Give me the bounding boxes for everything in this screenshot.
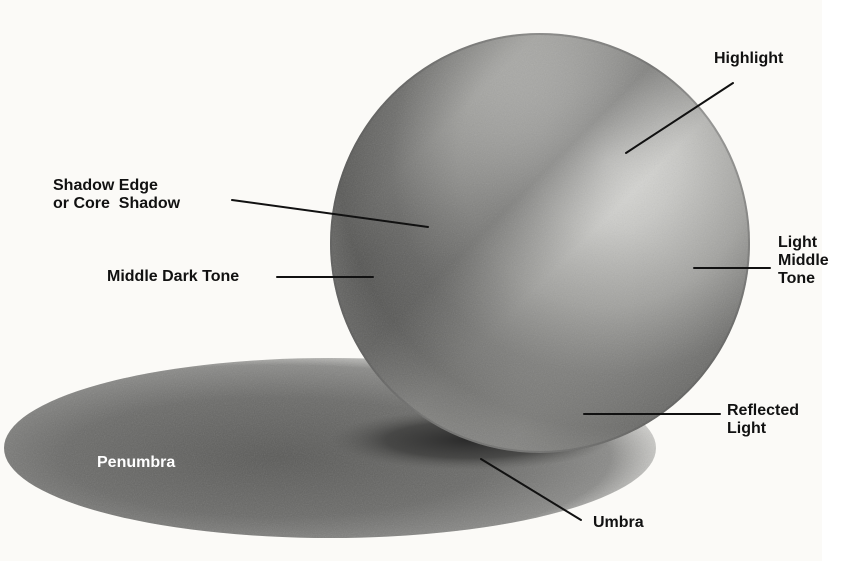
label-middle-dark-tone: Middle Dark Tone bbox=[107, 268, 239, 286]
label-light-middle-tone-line-3: Tone bbox=[778, 270, 816, 287]
label-shadow-edge-line-1: Shadow Edge bbox=[53, 177, 158, 194]
sphere bbox=[330, 33, 750, 453]
paper-edge bbox=[822, 0, 850, 561]
sphere-outline bbox=[330, 33, 750, 453]
label-light-middle-tone: Light Middle Tone bbox=[778, 234, 829, 288]
leader-line-highlight bbox=[625, 82, 734, 154]
label-middle-dark-tone-text: Middle Dark Tone bbox=[107, 268, 240, 285]
label-light-middle-tone-line-2: Middle bbox=[778, 252, 829, 269]
label-penumbra-text: Penumbra bbox=[97, 454, 176, 471]
label-umbra: Umbra bbox=[593, 514, 644, 532]
label-umbra-text: Umbra bbox=[593, 514, 644, 531]
label-highlight-text: Highlight bbox=[714, 50, 784, 67]
label-reflected-light-line-1: Reflected bbox=[727, 402, 800, 419]
label-highlight: Highlight bbox=[714, 50, 783, 68]
label-reflected-light-line-2: Light bbox=[727, 420, 767, 437]
label-penumbra: Penumbra bbox=[97, 454, 175, 472]
leader-line-umbra bbox=[480, 458, 582, 521]
leader-line-shadow-edge bbox=[231, 199, 429, 228]
leader-lines bbox=[231, 82, 771, 521]
label-light-middle-tone-line-1: Light bbox=[778, 234, 818, 251]
label-shadow-edge-line-2: or Core Shadow bbox=[53, 195, 181, 212]
sphere-grain bbox=[330, 33, 750, 453]
label-reflected-light: Reflected Light bbox=[727, 402, 799, 438]
label-shadow-edge: Shadow Edge or Core Shadow bbox=[53, 177, 180, 213]
